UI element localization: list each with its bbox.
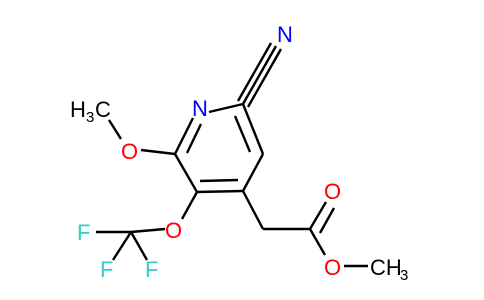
bond-nitrile-3: [236, 42, 273, 102]
bond-o-me: [107, 119, 123, 140]
bond-c-f-bottom-right: [129, 231, 149, 261]
bond-c2-ring-n-inner: [185, 123, 203, 154]
bond-c4-c3: [196, 189, 244, 194]
atom-ring-n: N: [192, 96, 208, 121]
bond-nitrile-2: [246, 48, 283, 108]
bond-c2-ring-n: [173, 117, 195, 155]
bond-nitrile-1: [241, 45, 278, 105]
bond-c4-c3-inner: [199, 178, 239, 183]
bond-c2-ome: [140, 148, 176, 156]
bond-o-cf3: [130, 227, 166, 234]
atom-f-bottom-left: F: [100, 257, 113, 282]
atom-methoxy-methyl: H 3 C: [70, 97, 111, 126]
atom-f-bottom-right: F: [145, 257, 158, 282]
atom-f-left: F: [77, 220, 90, 245]
bond-c4-ch2: [241, 190, 265, 230]
bond-c3-c2: [173, 153, 199, 193]
ester-methyl-sub: 3: [400, 267, 408, 284]
methoxy-methyl-h: H: [70, 97, 86, 122]
bond-c5-c4: [241, 153, 265, 192]
atom-nitrile-n: N: [277, 22, 293, 47]
atom-ester-o: O: [324, 255, 341, 280]
bond-c-o-single: [308, 228, 327, 256]
bond-c-o-double-1: [308, 201, 328, 230]
bonds: [96, 42, 368, 268]
bond-ring-n-c6: [208, 102, 244, 114]
methoxy-methyl-sub: 3: [86, 109, 94, 126]
bond-c6-c5: [241, 103, 265, 155]
bond-c3-o: [180, 191, 199, 220]
atom-labels: N N O H 3 C O F F F O O CH 3: [70, 22, 408, 284]
bond-c-o-double-2: [318, 207, 336, 234]
atom-ocf3-o: O: [165, 218, 182, 243]
atom-ester-methyl: CH 3: [370, 255, 408, 284]
ester-methyl-ch: CH: [370, 255, 402, 280]
bond-c6-c5-inner: [233, 115, 252, 153]
atom-methoxy-o: O: [121, 139, 138, 164]
methoxy-methyl-c: C: [95, 97, 111, 122]
atom-carbonyl-o: O: [324, 179, 341, 204]
bond-c-f-bottom-left: [111, 231, 133, 261]
